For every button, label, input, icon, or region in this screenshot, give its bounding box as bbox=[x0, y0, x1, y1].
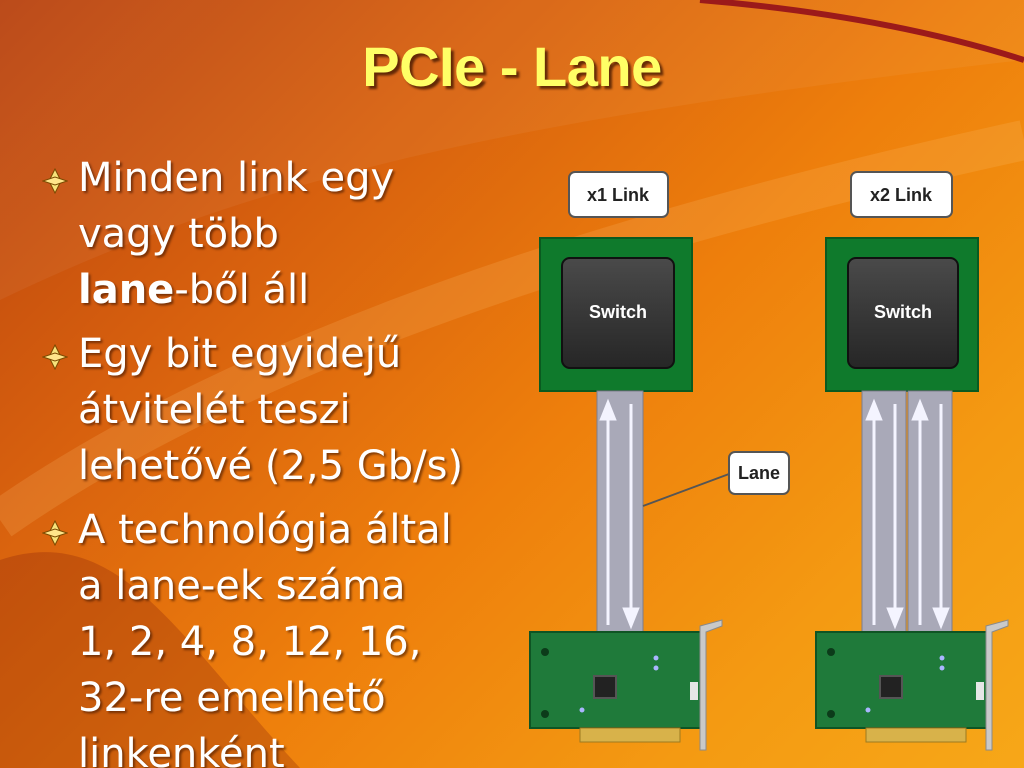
lane-callout-line bbox=[642, 473, 730, 507]
bullet-line: lehetővé (2,5 Gb/s) bbox=[78, 443, 464, 489]
bullet-line: A technológia által bbox=[78, 507, 452, 553]
x2-link-group: x2 Link Switch bbox=[815, 171, 1009, 751]
x1-link-group: x1 Link Switch bbox=[529, 171, 723, 751]
x2-switch-label: Switch bbox=[874, 302, 932, 322]
x1-lane-arrows bbox=[599, 398, 640, 630]
x1-card-bracket bbox=[699, 619, 723, 751]
x1-lane-strip bbox=[596, 390, 644, 635]
x2-lane-strip-1 bbox=[861, 390, 907, 635]
lane-label: Lane bbox=[738, 463, 780, 483]
x1-card-led bbox=[579, 707, 585, 713]
x1-switch-chip bbox=[561, 257, 675, 369]
diamond-bullet-icon bbox=[42, 344, 68, 370]
bullet-line: a lane-ek száma bbox=[78, 563, 406, 609]
bullet-line: átvitelét teszi bbox=[78, 387, 351, 433]
x2-card-hole bbox=[827, 648, 835, 656]
bullet-line: 1, 2, 4, 8, 12, 16, bbox=[78, 619, 422, 665]
diamond-bullet-icon bbox=[42, 520, 68, 546]
x2-card-connector bbox=[865, 727, 967, 743]
x1-card-hole bbox=[541, 648, 549, 656]
bullet-line: -ből áll bbox=[174, 267, 310, 313]
x1-card-connector bbox=[579, 727, 681, 743]
x2-card-led bbox=[865, 707, 871, 713]
x2-card-port bbox=[976, 682, 984, 700]
x2-card-led bbox=[939, 655, 945, 661]
x2-link-label: x2 Link bbox=[870, 185, 933, 205]
x1-link-label: x1 Link bbox=[587, 185, 650, 205]
x2-card-bracket bbox=[985, 619, 1009, 751]
slide-title: PCIe - Lane bbox=[362, 35, 662, 98]
x1-switch-label: Switch bbox=[589, 302, 647, 322]
bullet-item: A technológia által a lane-ek száma 1, 2… bbox=[42, 502, 542, 768]
bullet-item: Egy bit egyidejű átvitelét teszi lehetőv… bbox=[42, 326, 542, 494]
bullet-line: Egy bit egyidejű bbox=[78, 331, 402, 377]
x1-card-chip bbox=[593, 675, 617, 699]
bullet-list: Minden link egy vagy több lane-ből áll E… bbox=[42, 150, 542, 768]
bullet-line: 32-re emelhető bbox=[78, 675, 386, 721]
x1-link-label-box bbox=[568, 171, 669, 218]
x2-switch-chip bbox=[847, 257, 959, 369]
x2-card-led bbox=[939, 665, 945, 671]
x2-lane-arrows bbox=[865, 398, 950, 630]
lane-callout: Lane bbox=[642, 451, 790, 507]
bullet-bold-term: lane bbox=[78, 267, 175, 313]
x2-link-label-box bbox=[850, 171, 953, 218]
x1-card-led bbox=[653, 655, 659, 661]
bullet-line: linkenként bbox=[78, 731, 285, 768]
x1-card-hole bbox=[541, 710, 549, 718]
bullet-line: Minden link egy bbox=[78, 155, 395, 201]
bullet-item: Minden link egy vagy több lane-ből áll bbox=[42, 150, 542, 318]
lane-label-box bbox=[728, 451, 790, 495]
x2-card-hole bbox=[827, 710, 835, 718]
x2-lane-strip-2 bbox=[907, 390, 953, 635]
diamond-bullet-icon bbox=[42, 168, 68, 194]
x2-card-chip bbox=[879, 675, 903, 699]
pcie-lane-diagram: x1 Link Switch x2 Lin bbox=[529, 171, 1009, 751]
x1-card-port bbox=[690, 682, 698, 700]
bullet-line: vagy több bbox=[78, 211, 279, 257]
x1-card-led bbox=[653, 665, 659, 671]
